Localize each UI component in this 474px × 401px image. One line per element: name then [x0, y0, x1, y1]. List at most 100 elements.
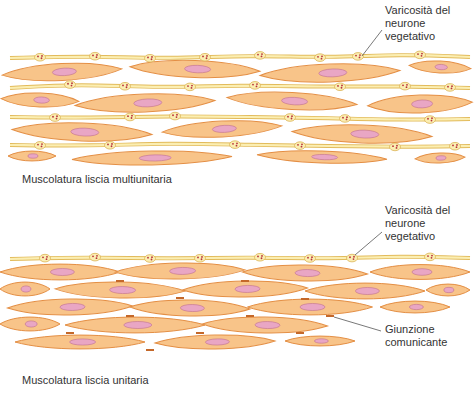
muscle-cell [182, 280, 307, 298]
varicosity [145, 255, 156, 263]
nucleus [412, 269, 432, 276]
nucleus [212, 125, 236, 133]
panel-caption: Muscolatura liscia unitaria [22, 374, 149, 387]
muscle-cell [162, 118, 283, 140]
gap-junction [326, 315, 334, 317]
nucleus [52, 68, 76, 77]
varicosity [353, 53, 364, 61]
callout-label: Varicosità del neurone vegetativo [385, 4, 455, 43]
nucleus [295, 269, 320, 276]
nucleus [409, 304, 423, 309]
varicosity [105, 141, 116, 149]
varicosity [425, 116, 436, 124]
panel-caption: Muscolatura liscia multiunitaria [22, 173, 172, 186]
muscle-cell [2, 60, 123, 83]
nucleus [71, 128, 99, 137]
muscle-cell [227, 89, 358, 113]
nerve-fiber [10, 81, 470, 91]
varicosity [425, 253, 436, 261]
muscle-cell [155, 334, 275, 350]
varicosity [335, 83, 346, 91]
muscle-cell [370, 265, 470, 280]
nucleus [319, 68, 347, 77]
varicosity [35, 53, 46, 61]
varicosity [125, 113, 136, 121]
leader-line [362, 30, 382, 56]
varicosity [40, 254, 51, 262]
muscle-cell [285, 336, 355, 346]
nucleus [351, 130, 379, 139]
leader-line [334, 317, 381, 331]
muscle-cell [8, 151, 56, 161]
muscle-cell [130, 299, 250, 317]
nucleus [355, 287, 379, 294]
muscle-cell [202, 316, 327, 334]
nerve-fiber [10, 253, 470, 262]
nucleus [184, 65, 210, 73]
gap-junction [196, 332, 204, 334]
muscle-cell [292, 123, 433, 146]
varicosity [120, 82, 131, 90]
varicosity [50, 114, 61, 122]
gap-junction [146, 349, 154, 351]
nucleus [435, 64, 448, 70]
nucleus [50, 268, 74, 275]
gap-junction [116, 280, 124, 282]
muscle-cell [409, 59, 472, 74]
varicosity [415, 51, 426, 59]
varicosity [200, 53, 211, 61]
nerve-fiber [10, 51, 470, 62]
varicosity [250, 82, 261, 90]
muscle-cell [55, 281, 185, 299]
muscle-cell [115, 262, 245, 280]
nucleus [25, 321, 37, 327]
nerve-fiber [10, 112, 470, 123]
nucleus [180, 304, 204, 311]
gap-junction [241, 280, 249, 282]
muscle-cell [248, 299, 373, 315]
nucleus [134, 98, 162, 107]
multiunit-panel [1, 51, 473, 166]
muscle-cell [380, 301, 450, 313]
leader-line [355, 232, 382, 255]
varicosity [185, 83, 196, 91]
gap-junction [176, 297, 184, 299]
gap-junction [296, 332, 304, 334]
varicosity [347, 254, 358, 262]
varicosity [315, 54, 326, 62]
muscle-cell [257, 149, 387, 165]
muscle-cell [305, 283, 425, 299]
varicosity [255, 253, 266, 261]
varicosity [65, 81, 76, 89]
varicosity [285, 114, 296, 122]
varicosity [195, 254, 206, 262]
muscle-cell [72, 150, 232, 167]
muscle-cell [15, 335, 145, 349]
varicosity [305, 255, 316, 263]
nucleus [300, 303, 325, 310]
nucleus [28, 154, 38, 158]
muscle-cell [12, 121, 153, 144]
nucleus [436, 156, 446, 161]
nucleus [314, 339, 328, 343]
varicosity [295, 142, 306, 150]
unitary-panel [0, 253, 470, 350]
nucleus [255, 321, 280, 328]
muscle-cell [0, 264, 120, 280]
muscle-cell [0, 317, 60, 331]
nucleus [124, 321, 152, 328]
muscle-cell [1, 92, 79, 109]
varicosity [390, 143, 401, 151]
callout-label: Varicosità del neurone vegetativo [385, 204, 455, 243]
gap-junction [126, 315, 134, 317]
nucleus [34, 97, 50, 104]
muscle-cell [367, 93, 473, 114]
varicosity [400, 82, 411, 90]
nucleus [205, 339, 229, 346]
muscle-cell [75, 92, 216, 115]
gap-junction [66, 332, 74, 334]
muscle-cell [260, 62, 401, 85]
varicosity [230, 141, 241, 149]
nucleus [110, 286, 136, 293]
